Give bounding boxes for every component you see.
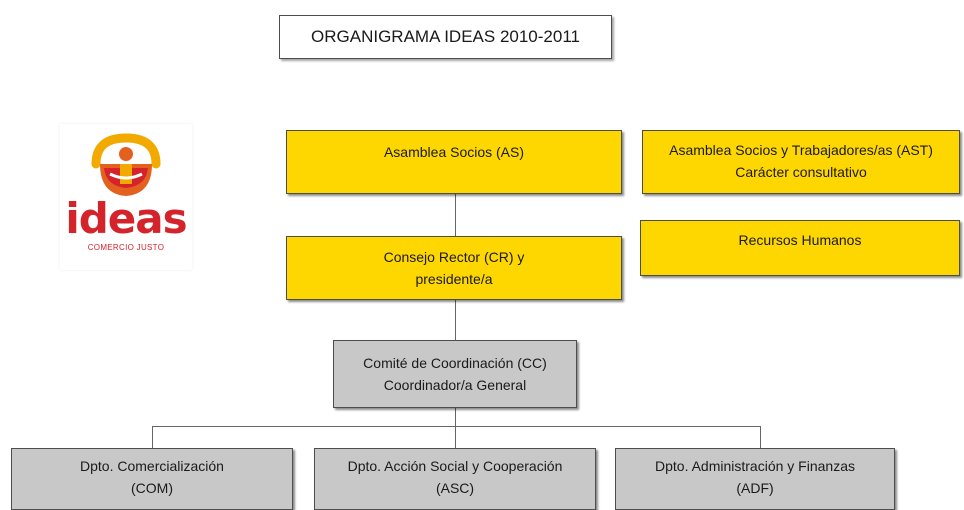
node-asamblea-socios: Asamblea Socios (AS) bbox=[286, 130, 622, 194]
node-label-line: Coordinador/a General bbox=[383, 377, 527, 393]
node-label-line: Asamblea Socios y Trabajadores/as (AST) bbox=[669, 142, 933, 158]
node-asamblea-socios-trabajadores: Asamblea Socios y Trabajadores/as (AST) … bbox=[642, 130, 960, 194]
node-label-line: Dpto. Administración y Finanzas bbox=[655, 458, 855, 474]
logo-wordmark: ideas bbox=[65, 194, 187, 243]
connector-cr-to-cc bbox=[455, 300, 456, 340]
node-label-line: Comité de Coordinación (CC) bbox=[363, 355, 547, 371]
node-label-line: presidente/a bbox=[415, 271, 493, 287]
node-label-line: (COM) bbox=[131, 480, 173, 496]
node-label-line: (ADF) bbox=[736, 480, 774, 496]
node-label-line: Recursos Humanos bbox=[738, 232, 862, 248]
node-comite-coordinacion: Comité de Coordinación (CC) Coordinador/… bbox=[333, 340, 577, 408]
node-label-line: (ASC) bbox=[435, 480, 475, 496]
chart-title-text: ORGANIGRAMA IDEAS 2010-2011 bbox=[311, 27, 580, 46]
connector-bus-to-com bbox=[152, 426, 153, 448]
node-consejo-rector: Consejo Rector (CR) y presidente/a bbox=[286, 236, 622, 300]
connector-bus-to-asc bbox=[455, 426, 456, 448]
logo-symbol-icon bbox=[91, 133, 161, 196]
node-label-line: Carácter consultativo bbox=[735, 164, 867, 180]
node-recursos-humanos: Recursos Humanos bbox=[640, 220, 960, 276]
connector-cc-to-bus bbox=[455, 408, 456, 426]
connector-horizontal-bus bbox=[152, 426, 761, 427]
node-dpto-comercializacion: Dpto. Comercialización (COM) bbox=[11, 448, 293, 510]
node-dpto-administracion: Dpto. Administración y Finanzas (ADF) bbox=[615, 448, 895, 510]
node-label-line: Asamblea Socios (AS) bbox=[383, 144, 525, 160]
connector-bus-to-adf bbox=[760, 426, 761, 448]
connector-as-to-cr bbox=[455, 194, 456, 236]
chart-title: ORGANIGRAMA IDEAS 2010-2011 bbox=[279, 15, 612, 59]
node-label-line: Dpto. Acción Social y Cooperación bbox=[347, 458, 563, 474]
ideas-logo: ideas COMERCIO JUSTO bbox=[60, 124, 192, 270]
logo-tagline: COMERCIO JUSTO bbox=[87, 243, 165, 252]
node-label-line: Dpto. Comercialización bbox=[80, 458, 224, 474]
node-dpto-accion-social: Dpto. Acción Social y Cooperación (ASC) bbox=[314, 448, 596, 510]
node-label-line: Consejo Rector (CR) y bbox=[383, 249, 525, 265]
